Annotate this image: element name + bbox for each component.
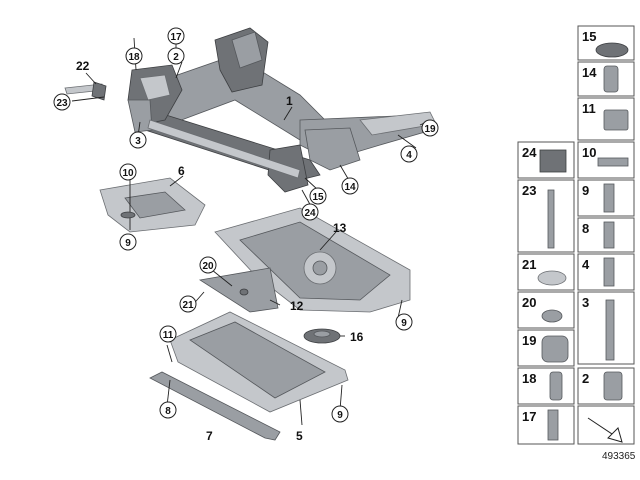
callout-17: 17 <box>170 32 182 43</box>
legend-11: 11 <box>582 101 596 116</box>
legend-19: 19 <box>522 333 536 348</box>
callout-3: 3 <box>135 136 141 147</box>
legend-17: 17 <box>522 409 536 424</box>
legend-9: 9 <box>582 183 589 198</box>
callout-16: 16 <box>350 330 364 344</box>
legend-20: 20 <box>522 295 536 310</box>
legend-24: 24 <box>522 145 537 160</box>
callout-9a: 9 <box>125 238 131 249</box>
callout-4: 4 <box>406 150 412 161</box>
direction-arrow-icon <box>587 417 623 443</box>
callout-10: 10 <box>122 168 134 179</box>
callout-14: 14 <box>344 182 356 193</box>
legend-3: 3 <box>582 295 589 310</box>
callout-2: 2 <box>173 52 179 63</box>
callout-23: 23 <box>56 98 68 109</box>
callout-6: 6 <box>178 164 185 178</box>
legend-4: 4 <box>582 257 590 272</box>
parts-legend: 15 14 11 24 10 23 9 8 21 4 <box>517 25 635 445</box>
legend-15: 15 <box>582 29 596 44</box>
bracket-12-shape <box>198 267 279 313</box>
callout-19: 19 <box>424 124 436 135</box>
callout-9b: 9 <box>401 318 407 329</box>
legend-10: 10 <box>582 145 596 160</box>
legend-2: 2 <box>582 371 589 386</box>
front-subframe <box>127 27 437 193</box>
cap-15-shape <box>595 42 629 58</box>
callout-22: 22 <box>76 59 90 73</box>
part-22-bracket-shape <box>91 81 107 101</box>
callout-15: 15 <box>312 192 324 203</box>
callout-13: 13 <box>333 221 347 235</box>
callouts: 1 2 3 4 5 6 7 8 9 9 9 10 11 12 13 14 15 … <box>53 27 439 443</box>
legend-21: 21 <box>522 257 536 272</box>
callout-24: 24 <box>304 208 316 219</box>
callout-11: 11 <box>163 330 174 341</box>
callout-12: 12 <box>290 299 304 313</box>
strip-7-shape <box>149 371 281 441</box>
document-number: 493365 <box>602 451 636 462</box>
callout-7: 7 <box>206 429 213 443</box>
callout-8: 8 <box>165 406 171 417</box>
direction-arrow-box <box>577 405 635 445</box>
callout-5: 5 <box>296 429 303 443</box>
callout-1: 1 <box>286 94 293 108</box>
callout-9c: 9 <box>337 410 343 421</box>
legend-18: 18 <box>522 371 536 386</box>
legend-8: 8 <box>582 221 589 236</box>
legend-14: 14 <box>582 65 597 80</box>
callout-18: 18 <box>128 52 140 63</box>
callout-20: 20 <box>202 261 214 272</box>
callout-21: 21 <box>182 300 194 311</box>
legend-23: 23 <box>522 183 536 198</box>
